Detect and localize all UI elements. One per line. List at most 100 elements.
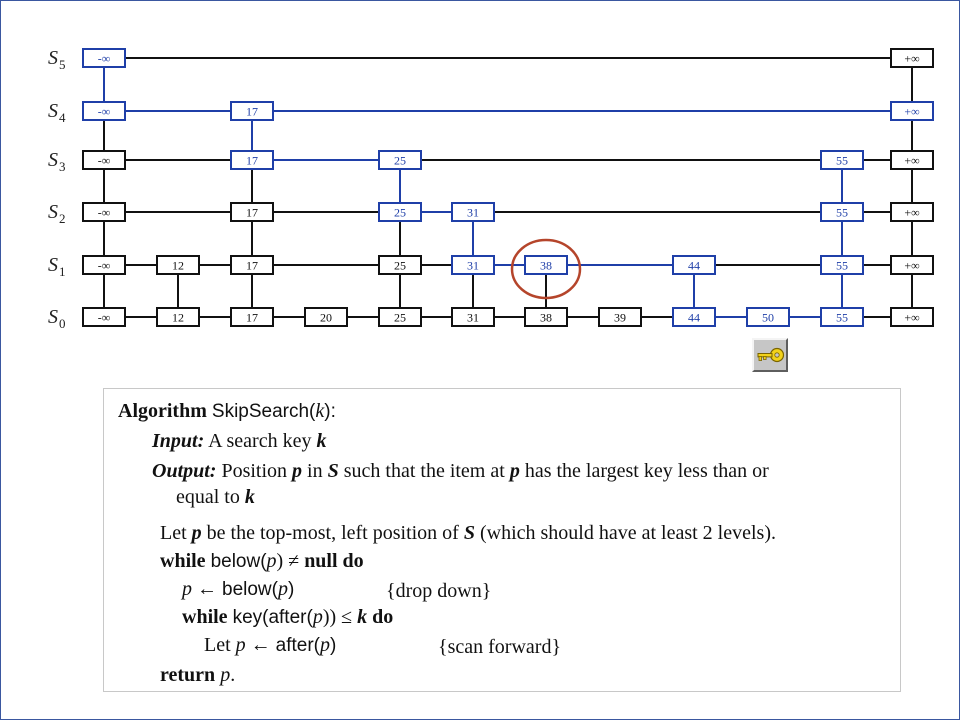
node-key: 31 [467,311,479,325]
variable: k [357,606,368,628]
node-box [890,307,934,327]
text: in [302,460,328,482]
node-key: 25 [394,206,406,220]
node-key: 17 [246,154,258,168]
variable: k [315,400,325,422]
skip-list-node: 25 [378,202,422,222]
skip-list-node: 44 [672,307,716,327]
node-box [451,202,495,222]
node-key: 17 [246,206,258,220]
node-key: -∞ [98,206,111,220]
operator: ← [245,634,276,656]
let-line: Let p be the top-most, left position of … [160,521,776,545]
level-label: S4 [48,100,66,125]
text: Position [221,460,293,482]
level-subscript: 3 [59,159,66,174]
keyword: while [182,606,228,628]
skip-list-node: 38 [524,255,568,275]
skip-list-node: 31 [451,202,495,222]
skip-list-diagram: -∞ +∞ -∞ 17 +∞ -∞ 17 25 55 +∞ -∞ 17 25 31 55 +∞ -∞ 12 17 25… [48,47,934,331]
drop-down-comment: {drop down} [386,580,492,602]
skip-list-node: 25 [378,307,422,327]
skip-list-node: 39 [598,307,642,327]
variable: p [182,578,192,600]
node-box [230,202,274,222]
node-key: +∞ [904,259,919,273]
skip-list-node: +∞ [890,101,934,121]
function-name: after( [275,635,321,656]
node-box [451,307,495,327]
node-key: +∞ [904,311,919,325]
node-box [230,255,274,275]
node-key: +∞ [904,105,919,119]
skip-list-node: -∞ [82,101,126,121]
skip-list-node: +∞ [890,48,934,68]
punctuation: ) [287,579,295,600]
skip-list-node: 55 [820,150,864,170]
skip-list-node: 44 [672,255,716,275]
key-button[interactable] [752,338,788,372]
variable: p [220,664,231,686]
output-label: Output: [152,460,217,482]
algorithm-box: Algorithm SkipSearch(k): Input: A search… [103,388,901,692]
key-icon [757,347,785,363]
skip-list-node: +∞ [890,150,934,170]
while-line: while below(p) ≠ null do [160,549,364,574]
node-key: 17 [246,259,258,273]
node-key: -∞ [98,105,111,119]
skip-list-node: 55 [820,202,864,222]
level-label: S5 [48,47,66,72]
skip-list-node: 55 [820,307,864,327]
skip-list-node: -∞ [82,307,126,327]
skip-list-node: 17 [230,202,274,222]
node-box [524,307,568,327]
skip-list-node: +∞ [890,307,934,327]
node-key: 38 [540,259,552,273]
skip-list-node: -∞ [82,48,126,68]
punctuation: ) [330,635,337,656]
skip-list-node: +∞ [890,202,934,222]
node-key: -∞ [98,154,111,168]
node-key: -∞ [98,311,111,325]
skip-list-nodes: -∞ +∞ -∞ 17 +∞ -∞ 17 25 55 +∞ -∞ 17 25 31 55 +∞ -∞ 12 17 25… [82,48,934,327]
node-box [82,202,126,222]
text: has the largest key less than or [519,460,769,482]
variable: S [327,460,339,482]
node-box [230,150,274,170]
node-key: 55 [836,259,848,273]
scan-forward-comment: {scan forward} [438,636,562,658]
node-key: 17 [246,311,258,325]
node-box [890,255,934,275]
function-name: SkipSearch( [211,401,316,422]
keyword: do [372,606,394,628]
skip-list-node: 31 [451,307,495,327]
node-box [156,255,200,275]
text: be the top-most, left position of [201,522,464,544]
node-key: 25 [394,311,406,325]
variable: p [191,522,202,544]
node-key: 55 [836,311,848,325]
text: (which should have at least 2 levels). [474,522,776,544]
skip-list-node: 50 [746,307,790,327]
skip-list-node: 17 [230,307,274,327]
node-key: 25 [394,154,406,168]
node-key: 50 [762,311,774,325]
variable: p [509,460,520,482]
node-box [672,307,716,327]
node-key: 44 [688,259,700,273]
node-box [378,307,422,327]
variable: p [320,634,331,656]
skip-list-node: 12 [156,307,200,327]
node-box [82,101,126,121]
return-line: return p. [160,663,235,687]
node-box [820,202,864,222]
input-label: Input: [152,430,205,452]
level-label: S2 [48,201,66,226]
keyword: do [342,550,364,572]
variable: p [292,460,303,482]
variable: k [316,430,327,452]
skip-list-node: 17 [230,101,274,121]
function-name: below( [222,579,278,600]
node-key: 55 [836,206,848,220]
keyword: return [160,664,216,686]
